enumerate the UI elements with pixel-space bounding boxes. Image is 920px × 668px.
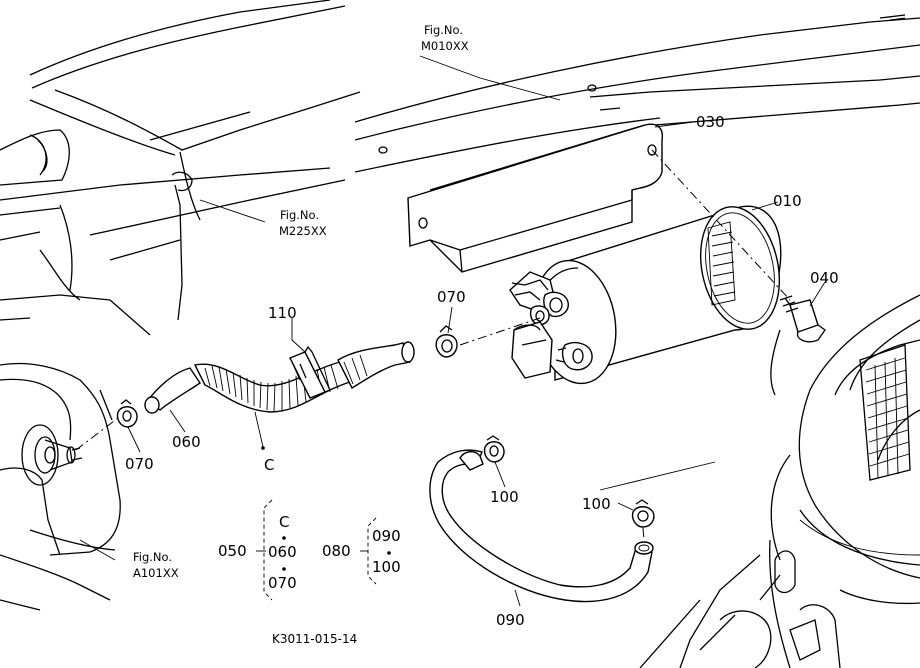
fig-ref-label: Fig.No.	[133, 550, 172, 564]
assembly-item: 060	[268, 543, 297, 561]
assembly-item: 100	[372, 558, 401, 576]
assembly-item: 070	[268, 574, 297, 592]
callout-c-marker: C	[264, 456, 274, 474]
callout-070-left: 070	[125, 455, 154, 473]
tank-lower-left	[0, 362, 121, 611]
assembly-080: 080 090 100	[322, 517, 401, 585]
bolt-040	[651, 149, 826, 343]
canister-010	[509, 205, 782, 385]
callout-030: 030	[696, 113, 725, 131]
fig-ref-label: Fig.No.	[280, 208, 319, 222]
frame-upper-right	[354, 14, 920, 173]
callout-060: 060	[172, 433, 201, 451]
drawing-id: K3011-015-14	[272, 632, 357, 646]
clamp-070-right	[435, 317, 541, 358]
hose-090	[429, 449, 654, 603]
callout-070-right: 070	[437, 288, 466, 306]
assembly-parent-number: 050	[218, 542, 247, 560]
callout-090: 090	[496, 611, 525, 629]
fig-ref-label: Fig.No.	[424, 23, 463, 37]
body-panel-upper-left	[0, 0, 361, 336]
bracket-030	[407, 123, 664, 273]
clamp-100-right	[631, 499, 655, 541]
hose-060	[144, 341, 415, 414]
fig-ref-code: A101XX	[133, 566, 179, 580]
fig-ref-code: M225XX	[279, 224, 327, 238]
callout-110: 110	[268, 304, 297, 322]
assembly-parent-number: 080	[322, 542, 351, 560]
fig-ref-m225xx: Fig.No. M225XX	[279, 208, 327, 238]
clamp-100-top	[483, 435, 505, 463]
fig-ref-code: M010XX	[421, 39, 469, 53]
leader-lines	[79, 55, 826, 607]
callout-100-right: 100	[582, 495, 611, 513]
callout-010: 010	[773, 192, 802, 210]
callout-040: 040	[810, 269, 839, 287]
fig-ref-a101xx: Fig.No. A101XX	[133, 550, 179, 580]
clamp-070-left	[75, 399, 138, 451]
assembly-050: 050 C 060 070	[218, 499, 297, 601]
fig-ref-m010xx: Fig.No. M010XX	[421, 23, 469, 53]
fan-housing-right	[639, 294, 920, 668]
frame-edge-line	[599, 461, 716, 491]
callout-100-top: 100	[490, 488, 519, 506]
assembly-item: C	[279, 513, 289, 531]
assembly-item: 090	[372, 527, 401, 545]
